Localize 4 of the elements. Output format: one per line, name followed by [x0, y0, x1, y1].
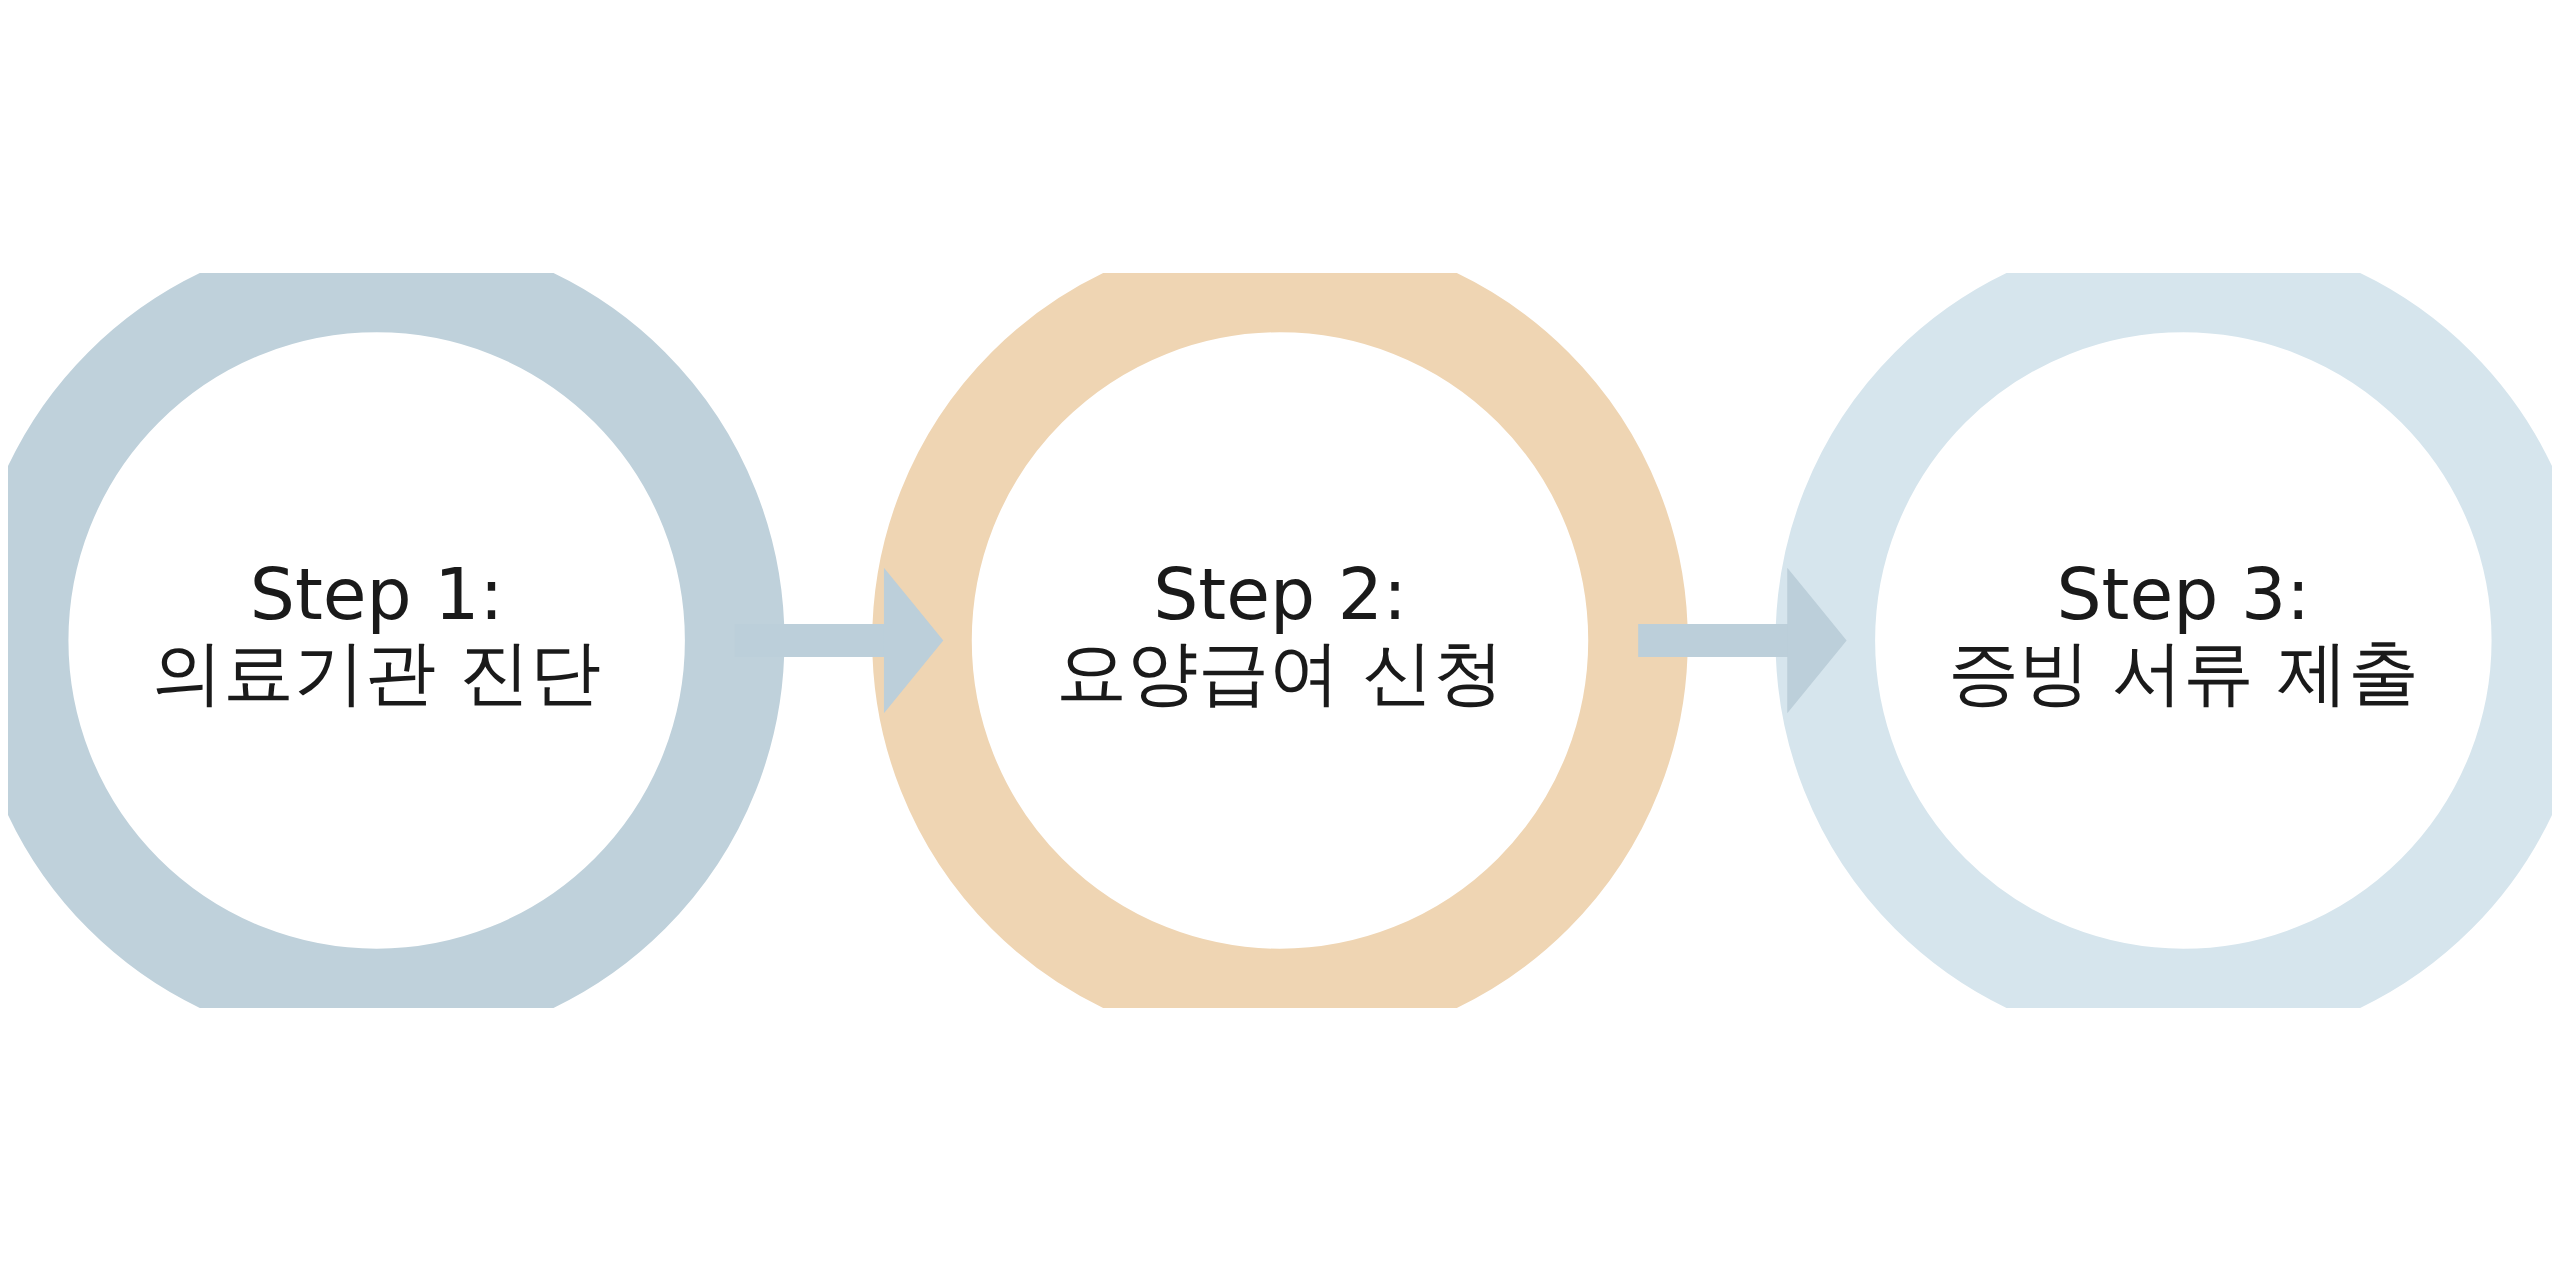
node-circle: Step 3: 증빙 서류 제출 [1775, 272, 2552, 1008]
node-circle: Step 1: 의료기관 진단 [8, 272, 785, 1008]
node-circle: Step 2: 요양급여 신청 [872, 272, 1688, 1008]
arrow [1638, 567, 1847, 713]
